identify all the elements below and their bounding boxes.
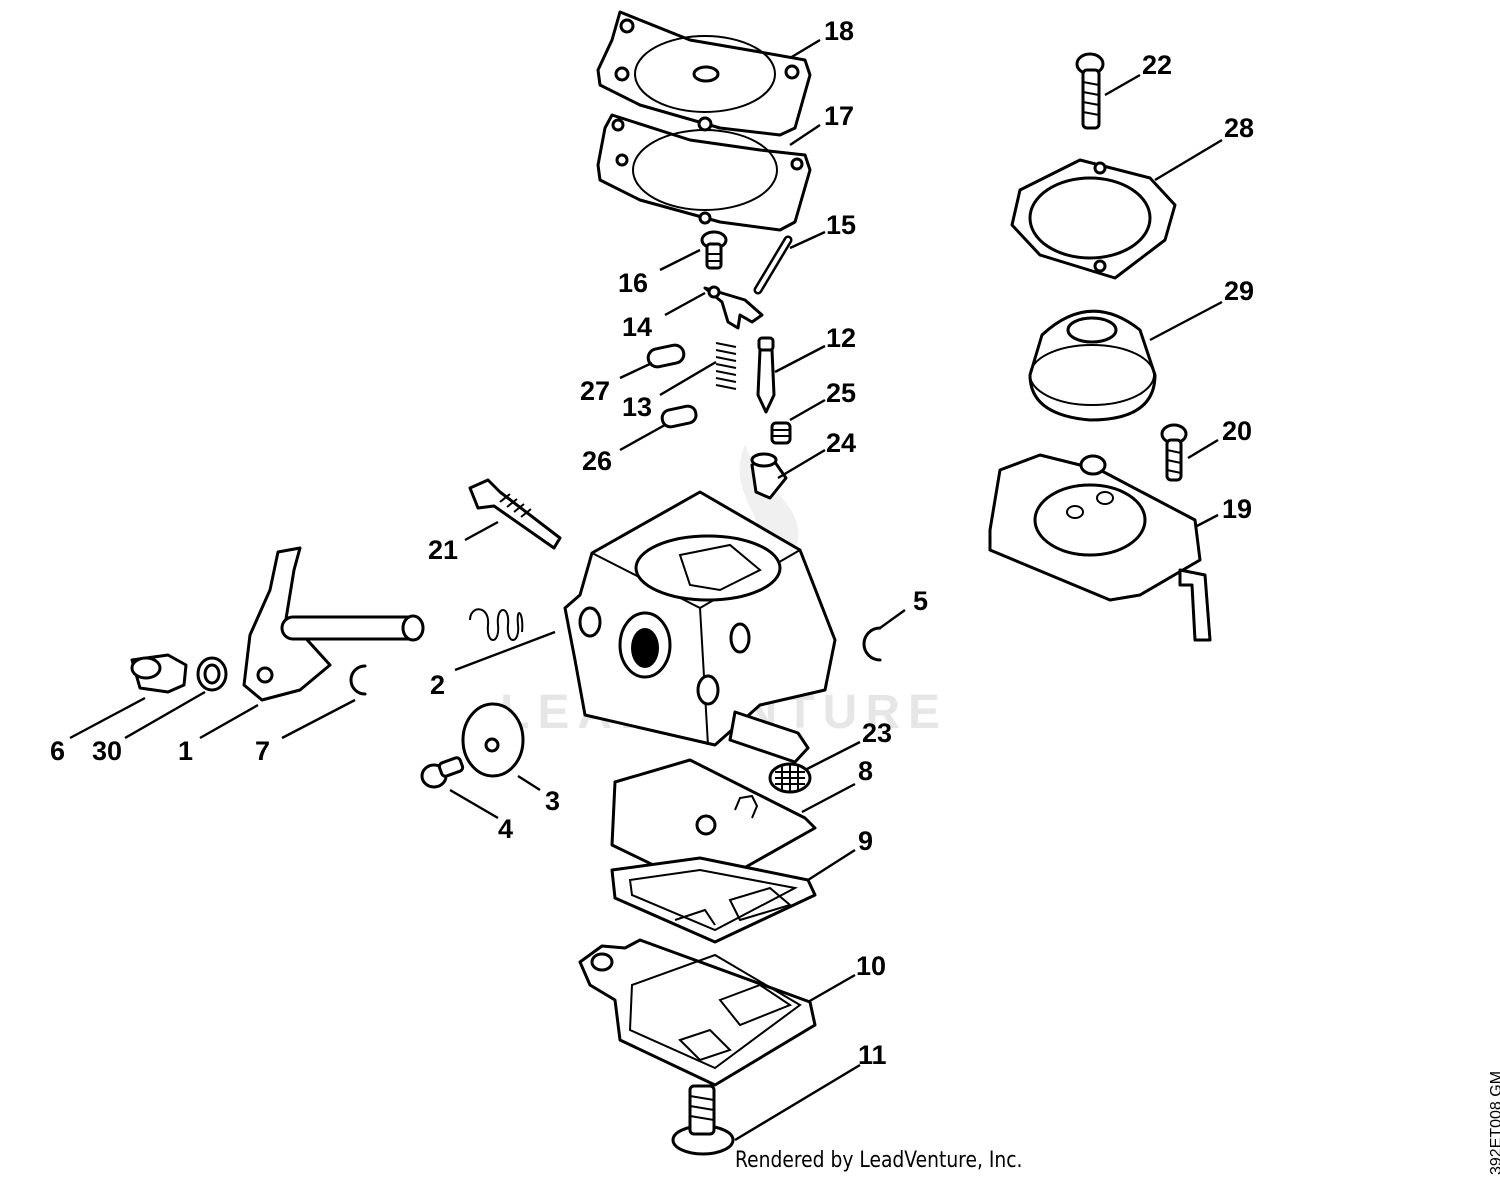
part-25-screen[interactable] xyxy=(770,421,792,445)
callout-24[interactable]: 24 xyxy=(826,428,856,458)
callout-23[interactable]: 23 xyxy=(862,718,892,748)
callout-27[interactable]: 27 xyxy=(580,376,610,406)
part-16-screw[interactable] xyxy=(700,230,728,270)
part-7-clip[interactable] xyxy=(349,664,367,696)
part-15-pin[interactable] xyxy=(753,235,793,295)
part-20-screw[interactable] xyxy=(1160,423,1188,482)
render-credit: Rendered by LeadVenture, Inc. xyxy=(735,1148,1023,1173)
callout-17[interactable]: 17 xyxy=(824,101,854,131)
callout-30[interactable]: 30 xyxy=(92,736,122,766)
drawing-code: 392ET008 GM xyxy=(1488,1070,1500,1175)
callout-16[interactable]: 16 xyxy=(618,268,648,298)
part-30-washer[interactable] xyxy=(196,656,228,692)
callout-12[interactable]: 12 xyxy=(826,323,856,353)
part-17-gasket[interactable] xyxy=(596,113,812,232)
callout-25[interactable]: 25 xyxy=(826,378,856,408)
callout-20[interactable]: 20 xyxy=(1222,416,1252,446)
callout-3[interactable]: 3 xyxy=(545,786,560,816)
part-27-plug[interactable] xyxy=(646,343,686,369)
callout-11[interactable]: 11 xyxy=(858,1040,887,1070)
callout-15[interactable]: 15 xyxy=(826,210,856,240)
callout-6[interactable]: 6 xyxy=(50,736,65,766)
callout-8[interactable]: 8 xyxy=(858,756,873,786)
part-18-diaphragm[interactable] xyxy=(596,10,812,137)
part-28-gasket[interactable] xyxy=(1010,158,1177,280)
callout-22[interactable]: 22 xyxy=(1142,50,1172,80)
part-11-screw[interactable] xyxy=(671,1084,735,1156)
part-22-screw[interactable] xyxy=(1075,52,1105,130)
part-5-clip[interactable] xyxy=(862,626,882,662)
part-23-strainer[interactable] xyxy=(768,762,812,794)
part-19-pump-housing[interactable] xyxy=(988,453,1212,642)
callout-21[interactable]: 21 xyxy=(428,535,458,565)
part-1-throttle-shaft[interactable] xyxy=(242,546,425,702)
part-6-bushing[interactable] xyxy=(130,653,188,694)
part-21-adjusting-screw[interactable] xyxy=(468,478,562,550)
callout-9[interactable]: 9 xyxy=(858,826,873,856)
callout-4[interactable]: 4 xyxy=(498,814,513,844)
part-12-needle[interactable] xyxy=(756,336,776,414)
part-10-cover[interactable] xyxy=(578,938,817,1087)
part-3-throttle-plate[interactable] xyxy=(461,702,525,778)
callout-29[interactable]: 29 xyxy=(1224,276,1254,306)
part-14-lever[interactable] xyxy=(703,285,764,330)
callout-labels: 18 17 15 16 14 12 27 13 25 26 24 21 5 2 … xyxy=(50,16,1254,1070)
callout-19[interactable]: 19 xyxy=(1222,494,1252,524)
callout-14[interactable]: 14 xyxy=(622,312,652,342)
callout-10[interactable]: 10 xyxy=(856,951,886,981)
leader-lines xyxy=(69,38,1223,1142)
carburetor-body[interactable] xyxy=(563,490,837,764)
callout-7[interactable]: 7 xyxy=(255,736,270,766)
part-26-plug[interactable] xyxy=(660,404,698,429)
part-8-diaphragm[interactable] xyxy=(610,758,817,892)
callout-5[interactable]: 5 xyxy=(913,586,928,616)
part-9-gasket[interactable] xyxy=(610,856,817,944)
part-13-spring[interactable] xyxy=(715,342,737,390)
callout-13[interactable]: 13 xyxy=(622,392,652,422)
part-2-spring[interactable] xyxy=(469,608,524,641)
part-29-primer-bulb[interactable] xyxy=(1028,309,1157,422)
callout-18[interactable]: 18 xyxy=(824,16,854,46)
part-4-screw[interactable] xyxy=(420,756,465,789)
callout-1[interactable]: 1 xyxy=(178,736,193,766)
part-24-sleeve[interactable] xyxy=(750,452,788,500)
callout-28[interactable]: 28 xyxy=(1224,113,1254,143)
callout-2[interactable]: 2 xyxy=(430,670,445,700)
callout-26[interactable]: 26 xyxy=(582,446,612,476)
